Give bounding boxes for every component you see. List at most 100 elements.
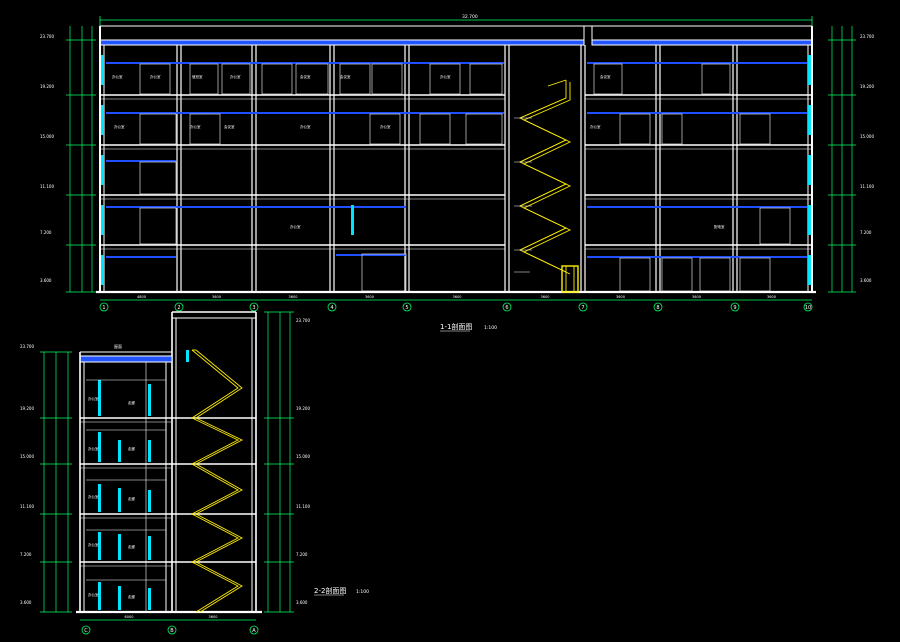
section2-room-label: 办公室 — [88, 542, 99, 547]
section1-axis-6: 6 — [505, 305, 508, 311]
section1-axis-8: 8 — [656, 305, 659, 311]
section2-axis-B-circle — [167, 625, 177, 635]
section1-room-label: 办公室 — [112, 74, 123, 79]
section1-left-level: 7.200 — [40, 230, 52, 235]
section-1-1 — [66, 16, 856, 301]
section2-right-level: 7.200 — [296, 552, 308, 557]
section2-room-label: 走廊 — [128, 544, 135, 549]
section1-room-label: 会议室 — [600, 74, 611, 79]
section2-scale: 1:100 — [356, 589, 369, 595]
section1-axis-4: 4 — [330, 305, 333, 311]
section1-right-level: 23.700 — [860, 34, 874, 39]
section2-left-level: 11.100 — [20, 504, 34, 509]
section2-left-level: 7.200 — [20, 552, 32, 557]
section1-bay-dim: 3600 — [616, 295, 625, 299]
section2-room-labels: 办公室走廊办公室走廊办公室走廊办公室走廊办公室走廊 — [88, 396, 135, 599]
section1-right-level: 19.200 — [860, 84, 874, 89]
section2-left-levels: 23.700 19.200 15.000 11.100 7.200 3.600 — [20, 344, 34, 605]
section2-room-label: 走廊 — [128, 496, 135, 501]
section1-axis-4-circle — [327, 302, 337, 312]
section2-room-label: 走廊 — [128, 446, 135, 451]
section2-room-label: 走廊 — [128, 400, 135, 405]
section2-axis-B: B — [170, 628, 174, 634]
section2-axis-C: C — [84, 628, 88, 634]
section1-axis-9: 9 — [733, 305, 736, 311]
section1-axis-10: 10 — [805, 305, 811, 311]
section1-room-label: 办公室 — [380, 124, 391, 129]
section1-room-label: 办公室 — [290, 224, 301, 229]
section1-overall-dimension: 32.700 — [462, 14, 478, 20]
section2-room-label: 办公室 — [88, 396, 99, 401]
section1-left-level: 19.200 — [40, 84, 54, 89]
section1-room-label: 办公室 — [300, 124, 311, 129]
section2-axis-A: A — [252, 628, 256, 634]
section1-room-label: 会议室 — [340, 74, 351, 79]
section1-room-label: 会议室 — [224, 124, 235, 129]
section1-room-label: 办公室 — [230, 74, 241, 79]
section1-right-level: 3.600 — [860, 278, 872, 283]
section1-right-level: 15.000 — [860, 134, 874, 139]
section2-room-label: 走廊 — [128, 594, 135, 599]
section1-bay-dim: 3600 — [365, 295, 374, 299]
section2-right-level: 19.200 — [296, 406, 310, 411]
section1-axis-9-circle — [730, 302, 740, 312]
section2-right-level: 23.700 — [296, 318, 310, 323]
section2-right-level: 3.600 — [296, 600, 308, 605]
section1-bay-dim: 3600 — [289, 295, 298, 299]
section1-axis-10-circle — [803, 302, 813, 312]
section1-scale: 1:100 — [484, 325, 497, 331]
section1-room-label: 配电室 — [714, 224, 725, 229]
section1-room-label: 值班室 — [192, 74, 203, 79]
section2-bay-dim: 3600 — [209, 615, 218, 619]
section1-axis-5: 5 — [405, 305, 408, 311]
section1-axis-1-circle — [99, 302, 109, 312]
section1-room-label: 会议室 — [300, 74, 311, 79]
section2-right-level: 15.000 — [296, 454, 310, 459]
section2-right-level: 11.100 — [296, 504, 310, 509]
section1-right-level: 7.200 — [860, 230, 872, 235]
section1-bay-dim: 3600 — [692, 295, 701, 299]
section1-bay-dimensions: 4800 3600 3600 3600 3600 3600 3600 3600 3600 — [137, 295, 776, 299]
section1-axis-3-circle — [249, 302, 259, 312]
section1-axis-6-circle — [502, 302, 512, 312]
section2-roof-label: 屋面 — [114, 343, 122, 349]
section2-left-level: 23.700 — [20, 344, 34, 349]
section1-axis-5-circle — [402, 302, 412, 312]
section1-bay-dim: 3600 — [453, 295, 462, 299]
section2-room-label: 办公室 — [88, 446, 99, 451]
section2-room-label: 办公室 — [88, 494, 99, 499]
section1-bay-dim: 3600 — [767, 295, 776, 299]
section1-axis-2: 2 — [177, 305, 180, 311]
section2-bay-dim: 6000 — [125, 615, 134, 619]
section1-room-label: 办公室 — [190, 124, 201, 129]
section1-room-label: 办公室 — [114, 124, 125, 129]
section2-bay-dimensions: 6000 3600 — [125, 615, 218, 619]
section1-bay-dim: 4800 — [137, 295, 146, 299]
section2-left-level: 19.200 — [20, 406, 34, 411]
section1-room-labels: 办公室办公室值班室办公室会议室会议室办公室会议室办公室办公室会议室办公室办公室办… — [112, 74, 725, 229]
section1-left-level: 11.100 — [40, 184, 54, 189]
section1-left-level: 15.000 — [40, 134, 54, 139]
section2-room-label: 办公室 — [88, 592, 99, 597]
section2-axis-C-circle — [81, 625, 91, 635]
section2-axis-A-circle — [249, 625, 259, 635]
section1-left-levels: 23.700 19.200 15.000 11.100 7.200 3.600 — [40, 34, 54, 283]
section1-bay-dim: 3600 — [541, 295, 550, 299]
section1-axis-7-circle — [578, 302, 588, 312]
section1-room-label: 办公室 — [590, 124, 601, 129]
section1-bay-dim: 3600 — [212, 295, 221, 299]
section1-right-levels: 23.700 19.200 15.000 11.100 7.200 3.600 — [860, 34, 874, 283]
section1-left-level: 23.700 — [40, 34, 54, 39]
section1-right-level: 11.100 — [860, 184, 874, 189]
section1-title: 1-1剖面图 — [440, 322, 472, 331]
section1-left-level: 3.600 — [40, 278, 52, 283]
section1-room-label: 办公室 — [150, 74, 161, 79]
section2-left-level: 3.600 — [20, 600, 32, 605]
section1-axis-7: 7 — [581, 305, 584, 311]
section1-axis-1: 1 — [102, 305, 105, 311]
section1-axis-2-circle — [174, 302, 184, 312]
section2-left-level: 15.000 — [20, 454, 34, 459]
